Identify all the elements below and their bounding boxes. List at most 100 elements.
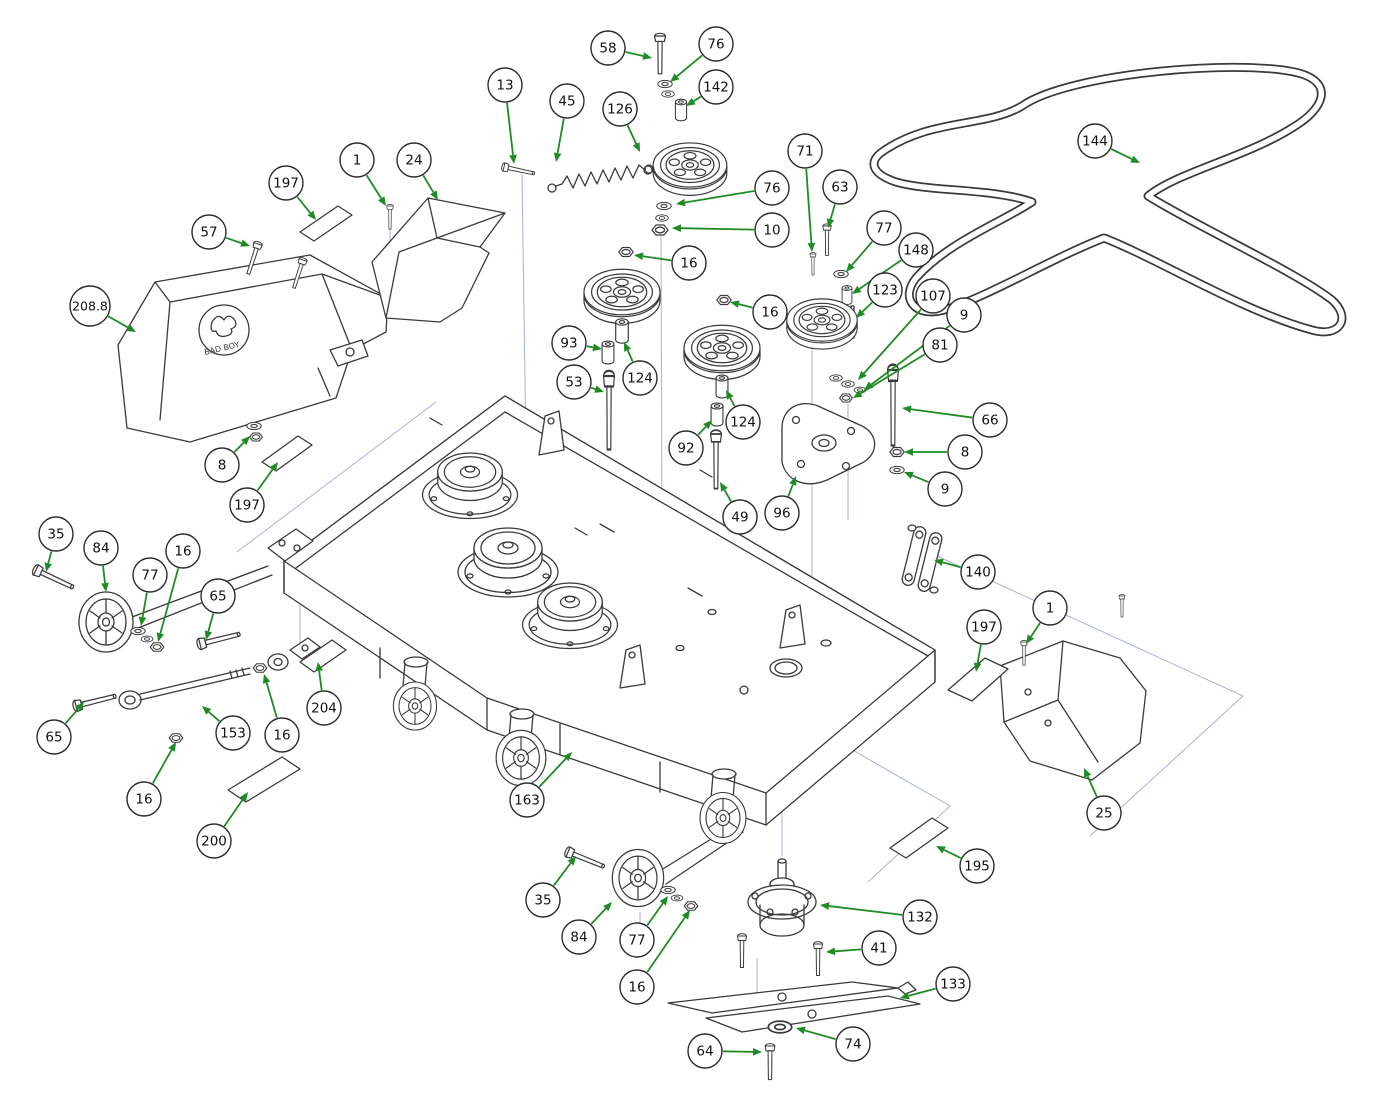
callout-76: 76 [676, 170, 790, 207]
bolt [30, 563, 77, 594]
bolt [195, 627, 243, 651]
nut [716, 294, 732, 306]
callout-140: 140 [934, 554, 996, 590]
callout-133: 133 [900, 966, 971, 1002]
belt-cover [999, 640, 1147, 781]
idler-pulley [683, 324, 761, 380]
callout-208.8: 208.8 [69, 285, 136, 332]
callout-74: 74 [796, 1026, 871, 1062]
svg-text:76: 76 [707, 37, 724, 53]
svg-text:53: 53 [565, 375, 582, 391]
front-baffle [371, 197, 506, 323]
callout-16: 16 [126, 742, 176, 817]
svg-text:163: 163 [514, 793, 540, 809]
caster-wheel [611, 848, 665, 908]
bolt [737, 933, 747, 968]
nut [249, 432, 263, 442]
svg-text:153: 153 [220, 726, 246, 742]
svg-text:132: 132 [907, 910, 933, 926]
callout-65: 65 [200, 578, 236, 640]
callout-123: 123 [856, 272, 903, 318]
spacer [841, 285, 853, 305]
callout-200: 200 [196, 792, 248, 859]
svg-text:84: 84 [570, 930, 587, 946]
callout-63: 63 [822, 169, 858, 228]
svg-text:124: 124 [730, 415, 756, 431]
svg-text:8: 8 [961, 445, 970, 461]
svg-text:71: 71 [796, 144, 813, 160]
washer [660, 885, 676, 895]
nut [618, 246, 634, 258]
callout-71: 71 [787, 133, 823, 252]
callout-64: 64 [687, 1033, 762, 1069]
callout-35: 35 [525, 856, 576, 918]
svg-text:148: 148 [903, 243, 929, 259]
deck-wheel [392, 681, 438, 731]
svg-text:35: 35 [534, 893, 551, 909]
callout-66: 66 [902, 402, 1008, 438]
washer [833, 269, 849, 279]
svg-text:66: 66 [981, 413, 998, 429]
svg-text:16: 16 [135, 792, 152, 808]
washer [661, 90, 675, 98]
svg-text:9: 9 [960, 308, 969, 324]
svg-text:92: 92 [677, 441, 694, 457]
callout-1: 1 [339, 142, 386, 206]
callout-126: 126 [602, 91, 640, 152]
callout-58: 58 [590, 30, 652, 66]
svg-text:16: 16 [273, 728, 290, 744]
svg-text:200: 200 [201, 834, 227, 850]
washer [841, 380, 855, 388]
callout-144: 144 [1077, 123, 1140, 163]
svg-text:16: 16 [628, 980, 645, 996]
svg-text:140: 140 [965, 565, 991, 581]
tension-spring [547, 164, 654, 193]
svg-text:208.8: 208.8 [72, 298, 108, 313]
callout-45: 45 [549, 83, 585, 162]
callout-16: 16 [730, 294, 788, 330]
rod-assembly [118, 637, 321, 710]
callout-57: 57 [191, 214, 250, 250]
decal [261, 435, 313, 472]
washer [655, 214, 669, 222]
callout-9: 9 [904, 471, 963, 507]
callout-24: 24 [396, 142, 438, 200]
hanger-links [901, 524, 943, 594]
decal [889, 817, 949, 859]
bolt [602, 369, 616, 451]
callout-16: 16 [619, 910, 690, 1005]
blade-spindle [747, 858, 817, 937]
svg-text:63: 63 [831, 180, 848, 196]
nut [252, 663, 268, 673]
callout-8: 8 [204, 436, 250, 483]
callout-10: 10 [672, 212, 790, 248]
svg-text:16: 16 [680, 256, 697, 272]
nut [651, 224, 669, 236]
svg-text:41: 41 [870, 941, 887, 957]
callout-197: 197 [229, 462, 278, 523]
callout-84: 84 [561, 902, 612, 955]
callout-92: 92 [668, 420, 712, 466]
callout-53: 53 [556, 364, 604, 400]
svg-text:1: 1 [353, 153, 362, 169]
washer [829, 374, 843, 382]
idler-pulley [652, 142, 728, 196]
svg-text:84: 84 [92, 541, 109, 557]
callout-16: 16 [156, 533, 201, 642]
callout-96: 96 [764, 476, 800, 531]
svg-text:197: 197 [971, 620, 997, 636]
spacer [715, 374, 729, 399]
callout-132: 132 [820, 899, 938, 935]
svg-text:65: 65 [209, 589, 226, 605]
discharge-chute: BAD BOY [117, 254, 389, 443]
callout-1: 1 [1026, 590, 1068, 644]
svg-text:24: 24 [405, 153, 422, 169]
svg-text:77: 77 [875, 221, 892, 237]
bolt [654, 32, 666, 75]
svg-text:77: 77 [141, 568, 158, 584]
nut [168, 733, 184, 743]
callout-81: 81 [853, 327, 958, 398]
callout-197: 197 [966, 609, 1002, 672]
callout-197: 197 [268, 165, 316, 220]
callout-65: 65 [36, 702, 84, 755]
